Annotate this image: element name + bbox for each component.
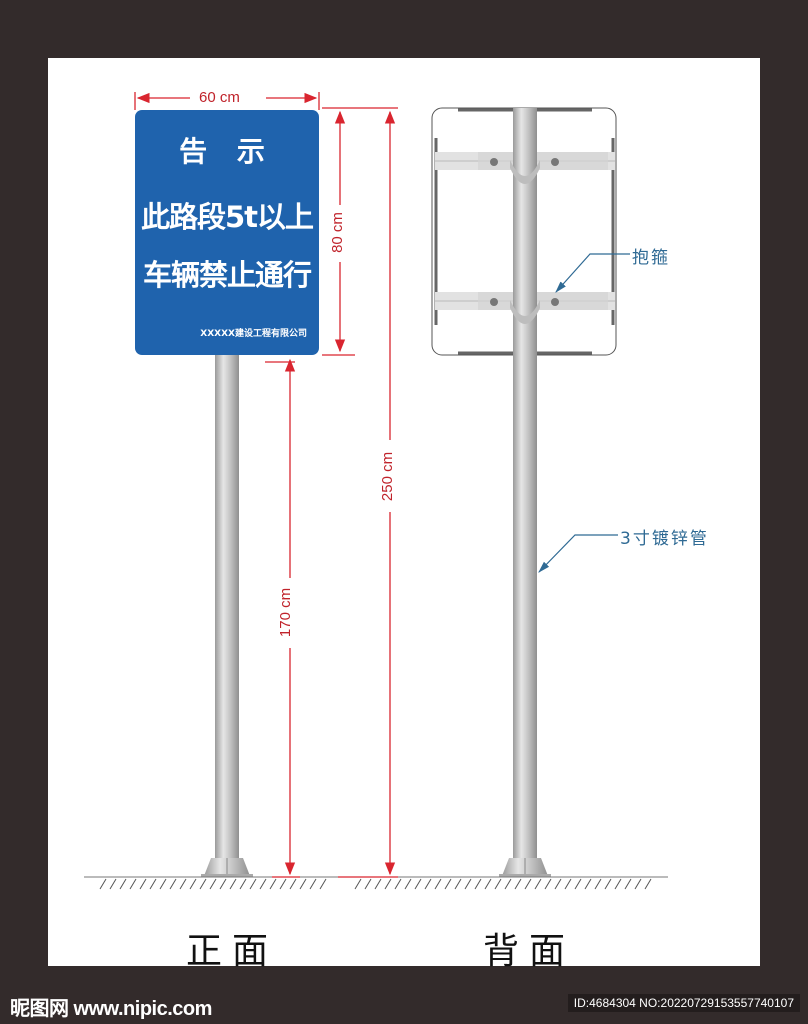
pipe-callout: 3寸镀锌管 (620, 529, 709, 549)
sign-line-2: 车辆禁止通行 (142, 258, 312, 292)
watermark-id: ID:4684304 NO:20220729153557740107 (567, 994, 800, 1012)
front-pole (201, 355, 253, 877)
sign-company: XXXXX建设工程有限公司 (200, 329, 307, 339)
sign-title: 告 示 (179, 135, 275, 168)
back-pole (490, 108, 559, 877)
clearance-height-dimension-label: 170 cm (277, 584, 295, 641)
sign-line-1: 此路段5t以上 (140, 200, 314, 234)
total-height-dimension-label: 250 cm (379, 448, 397, 505)
dimension-lines (134, 92, 398, 878)
watermark-site: 昵图网 www.nipic.com (10, 998, 212, 1020)
front-sign-panel: 告 示 此路段5t以上 车辆禁止通行 XXXXX建设工程有限公司 (135, 110, 319, 355)
width-dimension-label: 60 cm (196, 89, 243, 106)
clamp-callout: 抱箍 (632, 248, 670, 268)
callout-lines (538, 253, 630, 573)
back-view-caption: 背面 (483, 931, 576, 972)
front-view-caption: 正面 (186, 931, 279, 972)
ground-line (84, 876, 668, 890)
sign-height-dimension-label: 80 cm (328, 209, 346, 256)
